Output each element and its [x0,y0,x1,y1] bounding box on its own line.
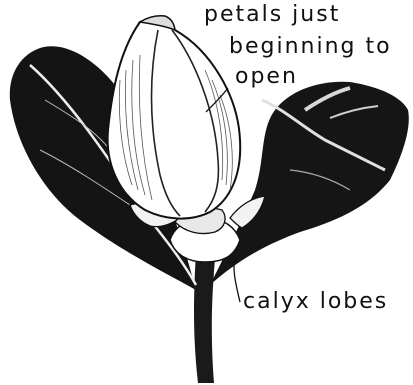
petals-label-line-1: petals just [204,2,340,28]
petals-label-line-3: open [235,64,298,90]
petals-label-line-2: beginning to [229,34,392,60]
calyx-lobes-label: calyx lobes [243,289,388,315]
right-leaf [210,82,409,285]
bud-body [108,18,241,218]
stem [194,248,216,383]
